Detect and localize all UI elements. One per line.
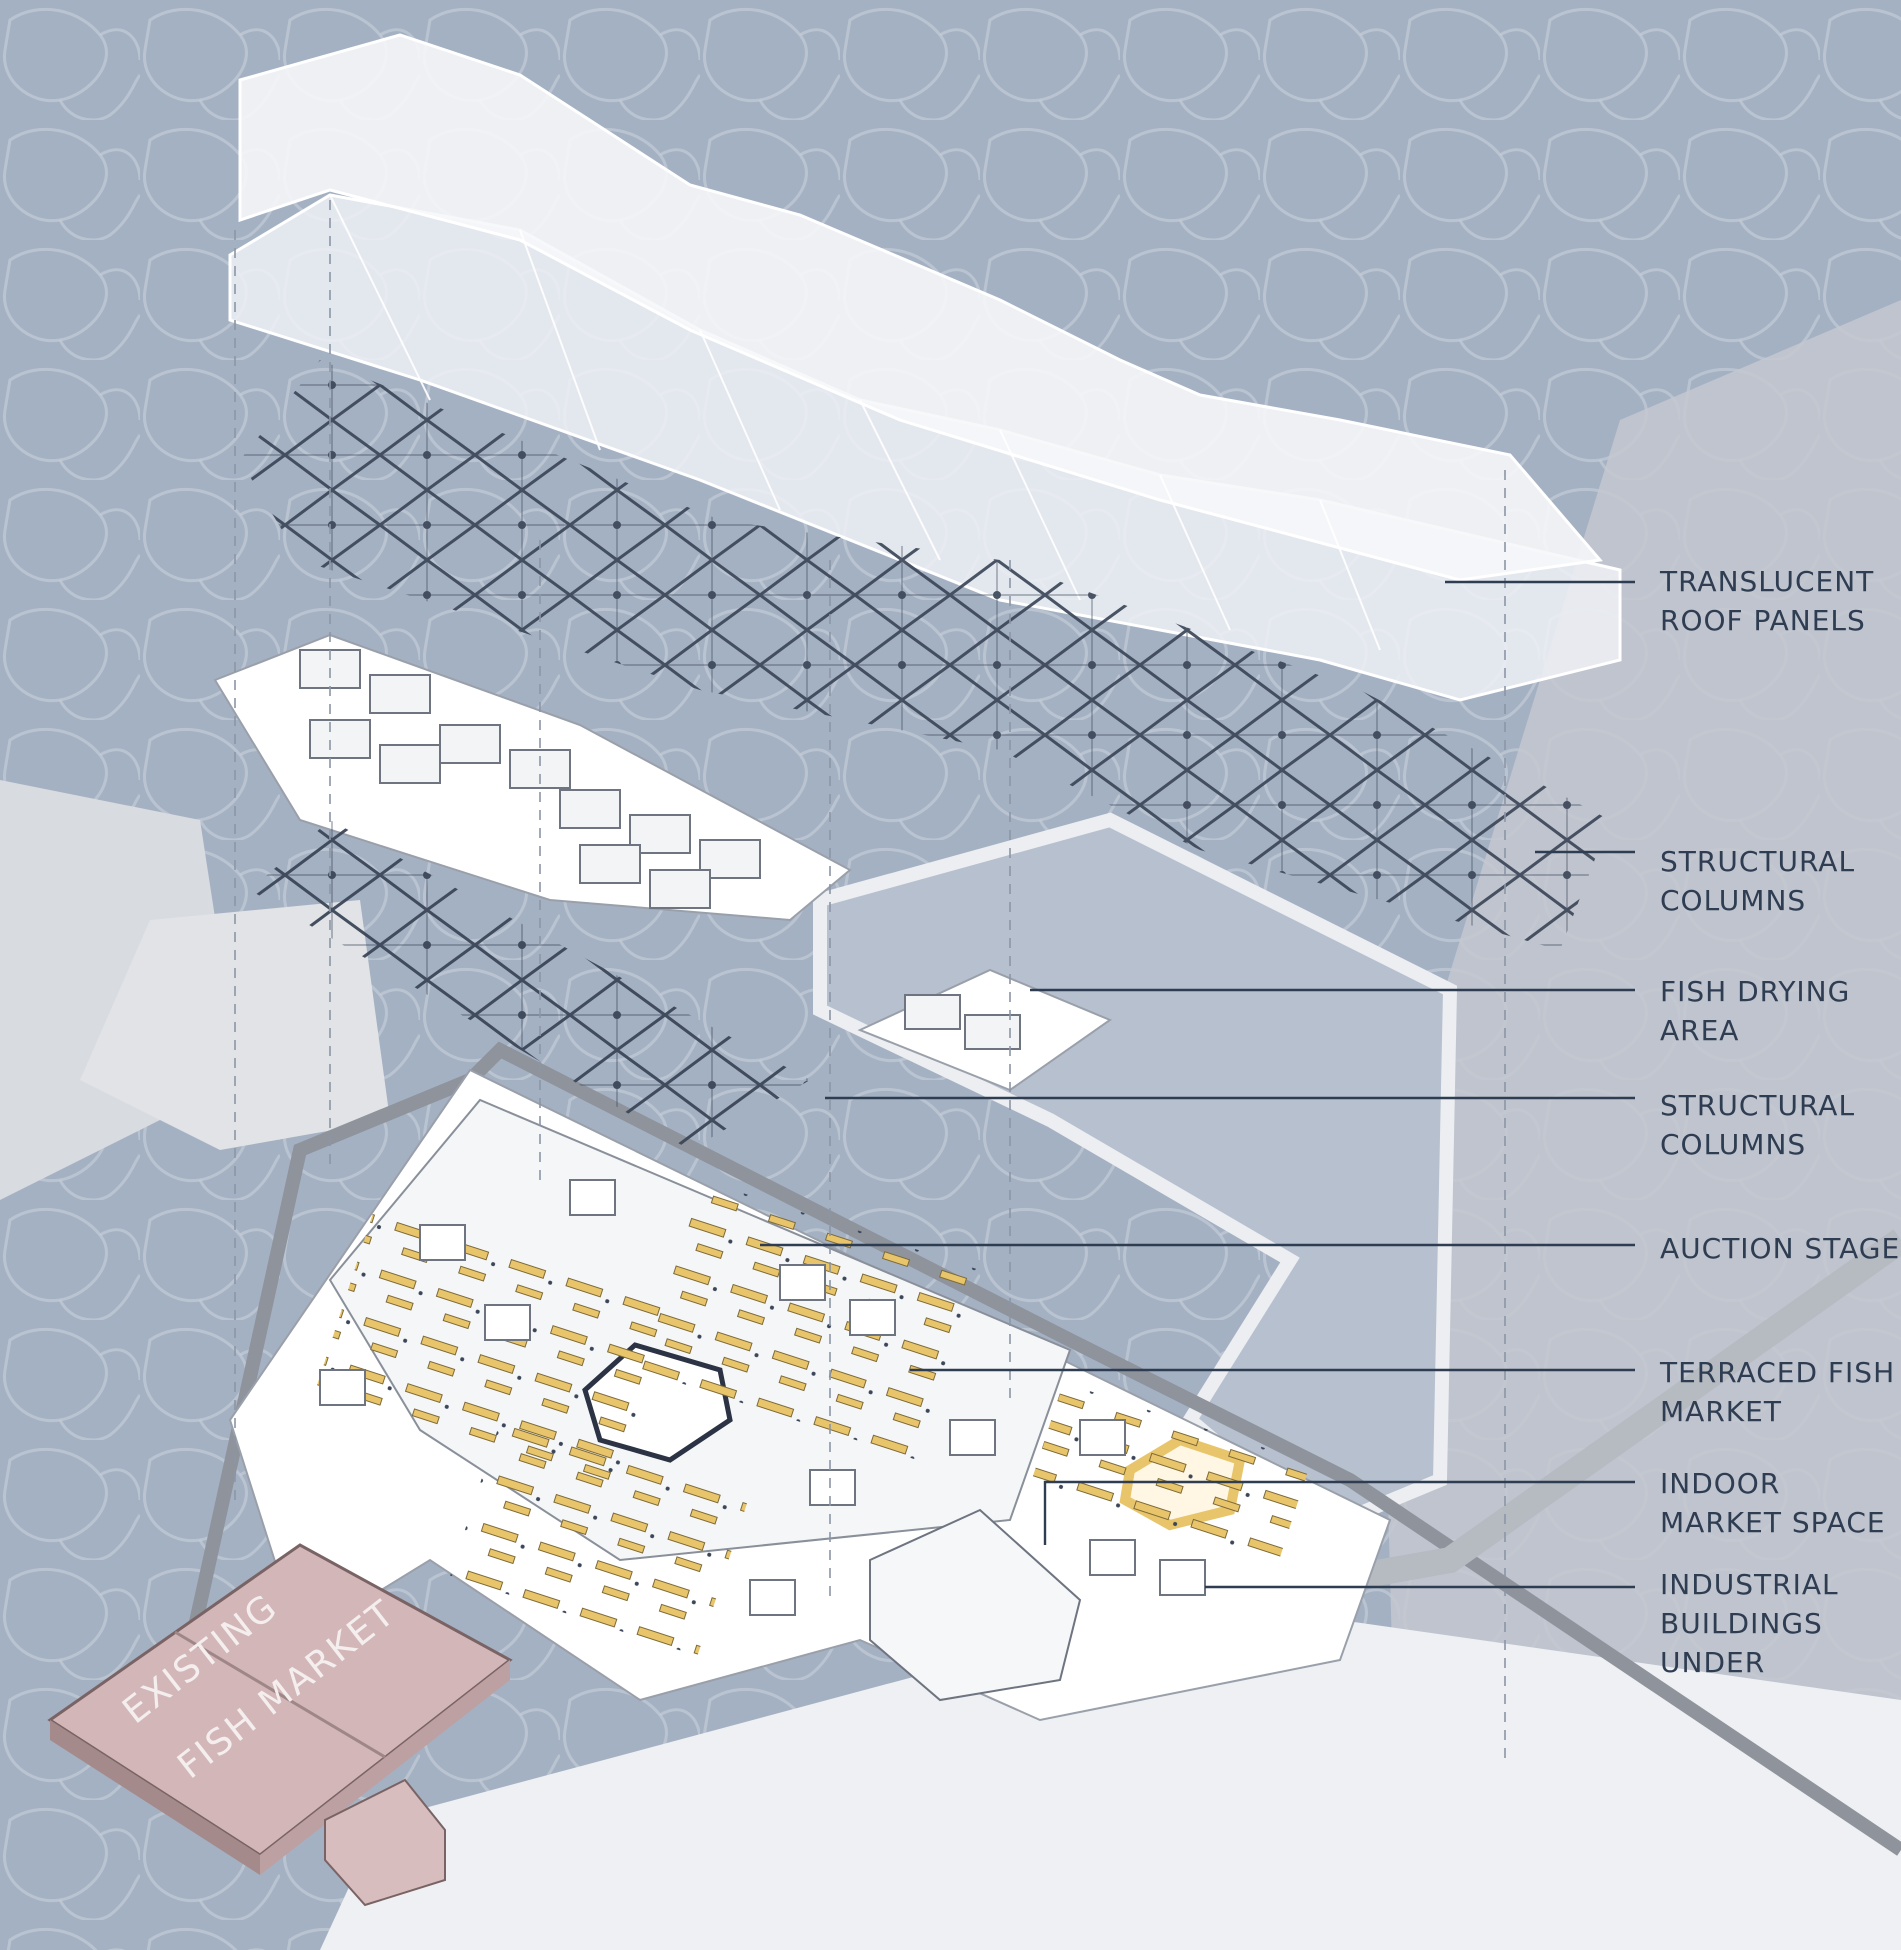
projection-lines <box>234 200 1506 1760</box>
right-quay-land <box>1380 300 1901 1950</box>
indoor-market-hall <box>869 1508 1082 1702</box>
label-terraced-fish-market: TERRACED FISH MARKET <box>1660 1356 1896 1428</box>
drying-sheds <box>299 649 761 909</box>
label-translucent-roof-panels: TRANSLUCENT ROOF PANELS <box>1660 565 1875 637</box>
perimeter-road <box>163 1041 1901 1856</box>
existing-fish-market-wall <box>50 1720 260 1875</box>
label-structural-columns-upper: STRUCTURAL COLUMNS <box>1660 845 1856 917</box>
annex-building <box>324 1778 446 1907</box>
lower-city-land <box>320 1600 1901 1950</box>
roof-panel-seams <box>329 194 1381 651</box>
upper-columns-grid <box>240 360 1610 950</box>
market-kiosks <box>319 1179 1206 1616</box>
existing-fish-market-side <box>260 1660 510 1875</box>
label-fish-drying-area: FISH DRYING AREA <box>1660 975 1851 1047</box>
label-indoor-market-space: INDOOR MARKET SPACE <box>1660 1467 1886 1539</box>
existing-fish-market-ridge <box>174 1630 386 1759</box>
translucent-roof-upper <box>238 33 1603 582</box>
lower-columns-grid <box>250 820 810 1150</box>
label-auction-stage: AUCTION STAGE <box>1660 1232 1901 1265</box>
market-stalls-south <box>450 1413 750 1657</box>
leader-indoor-market-space <box>1043 1480 1635 1545</box>
label-structural-columns-lower: STRUCTURAL COLUMNS <box>1660 1089 1856 1161</box>
callout-leaders <box>760 580 1635 1589</box>
fish-drying-small-sheds <box>904 994 1021 1050</box>
label-industrial-buildings-under: INDUSTRIAL BUILDINGS UNDER <box>1660 1568 1839 1679</box>
market-stalls-center <box>636 1178 984 1462</box>
